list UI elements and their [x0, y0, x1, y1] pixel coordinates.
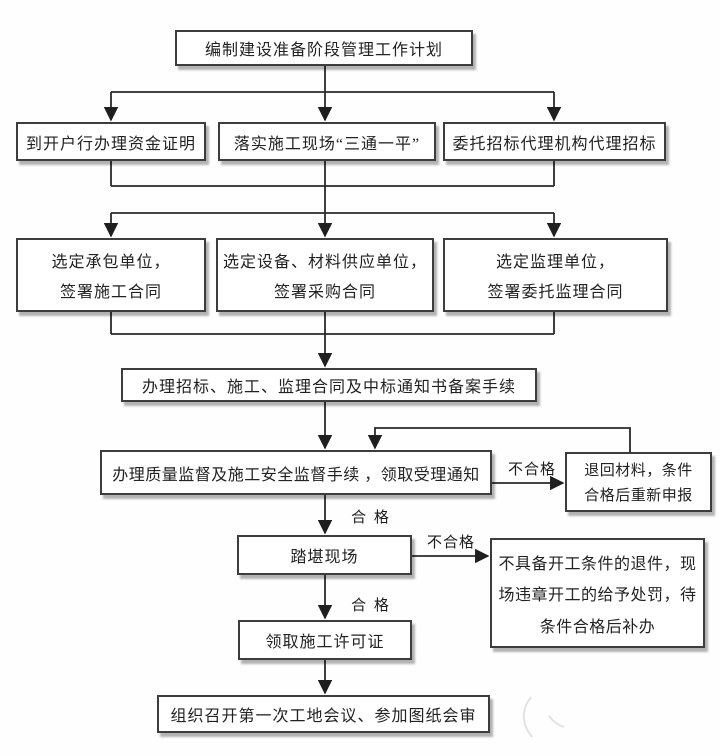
node-return-line2: 合格后重新申报: [584, 487, 693, 504]
node-supplier-line1: 选定设备、材料供应单位，: [222, 254, 427, 271]
node-plan-label: 编制建设准备阶段管理工作计划: [204, 42, 443, 59]
edge-label-pass-1: 合 格: [351, 510, 391, 526]
node-reject-line1: 不具备开工条件的退件，现: [498, 555, 697, 573]
node-reject-line2: 场违章开工的给予处罚，待: [498, 587, 697, 604]
node-site-prep-label: 落实施工现场“三通一平”: [233, 135, 421, 153]
node-quality-supervision: 办理质量监督及施工安全监督手续 ，领取受理通知: [100, 450, 492, 495]
node-contractor-line2: 签署施工合同: [59, 284, 162, 301]
node-permit-label: 领取施工许可证: [265, 634, 385, 651]
node-supervisor-line1: 选定监理单位，: [495, 254, 615, 271]
node-supervisor: 选定监理单位， 签署委托监理合同: [443, 238, 668, 312]
node-filing-label: 办理招标、施工、监理合同及中标通知书备案手续: [141, 379, 516, 396]
node-supplier: 选定设备、材料供应单位， 签署采购合同: [216, 238, 434, 312]
edge-label-fail-2: 不合格: [426, 535, 475, 551]
node-bidding-agency-label: 委托招标代理机构代理招标: [452, 135, 657, 153]
node-fund-certificate: 到开户行办理资金证明: [16, 122, 206, 161]
node-first-meeting-label: 组织召开第一次工地会议、参加图纸会审: [170, 708, 477, 725]
node-filing: 办理招标、施工、监理合同及中标通知书备案手续: [121, 368, 537, 402]
node-site-survey: 踏堪现场: [237, 535, 412, 575]
node-quality-label: 办理质量监督及施工安全监督手续 ，领取受理通知: [112, 466, 480, 484]
node-supervisor-line2: 签署委托监理合同: [487, 284, 624, 301]
node-contractor-line1: 选定承包单位，: [51, 254, 171, 271]
node-reject-line3: 条件合格后补办: [539, 618, 656, 636]
node-return-line1: 退回材料，条件: [584, 463, 693, 480]
node-bidding-agency: 委托招标代理机构代理招标: [443, 122, 666, 161]
node-plan: 编制建设准备阶段管理工作计划: [175, 30, 473, 66]
node-fund-label: 到开户行办理资金证明: [25, 135, 196, 153]
node-site-survey-label: 踏堪现场: [290, 549, 359, 566]
edge-label-fail-1: 不合格: [507, 462, 556, 478]
watermark-mark: [522, 696, 565, 738]
node-reject: 不具备开工条件的退件，现 场违章开工的给予处罚，待 条件合格后补办: [490, 538, 705, 648]
node-contractor: 选定承包单位， 签署施工合同: [16, 238, 206, 312]
edge-label-pass-2: 合 格: [351, 598, 391, 614]
node-first-meeting: 组织召开第一次工地会议、参加图纸会审: [157, 695, 490, 733]
node-supplier-line2: 签署采购合同: [273, 284, 376, 301]
node-site-prep: 落实施工现场“三通一平”: [218, 122, 436, 161]
node-permit: 领取施工许可证: [238, 620, 412, 660]
node-return-materials: 退回材料，条件 合格后重新申报: [565, 452, 712, 512]
